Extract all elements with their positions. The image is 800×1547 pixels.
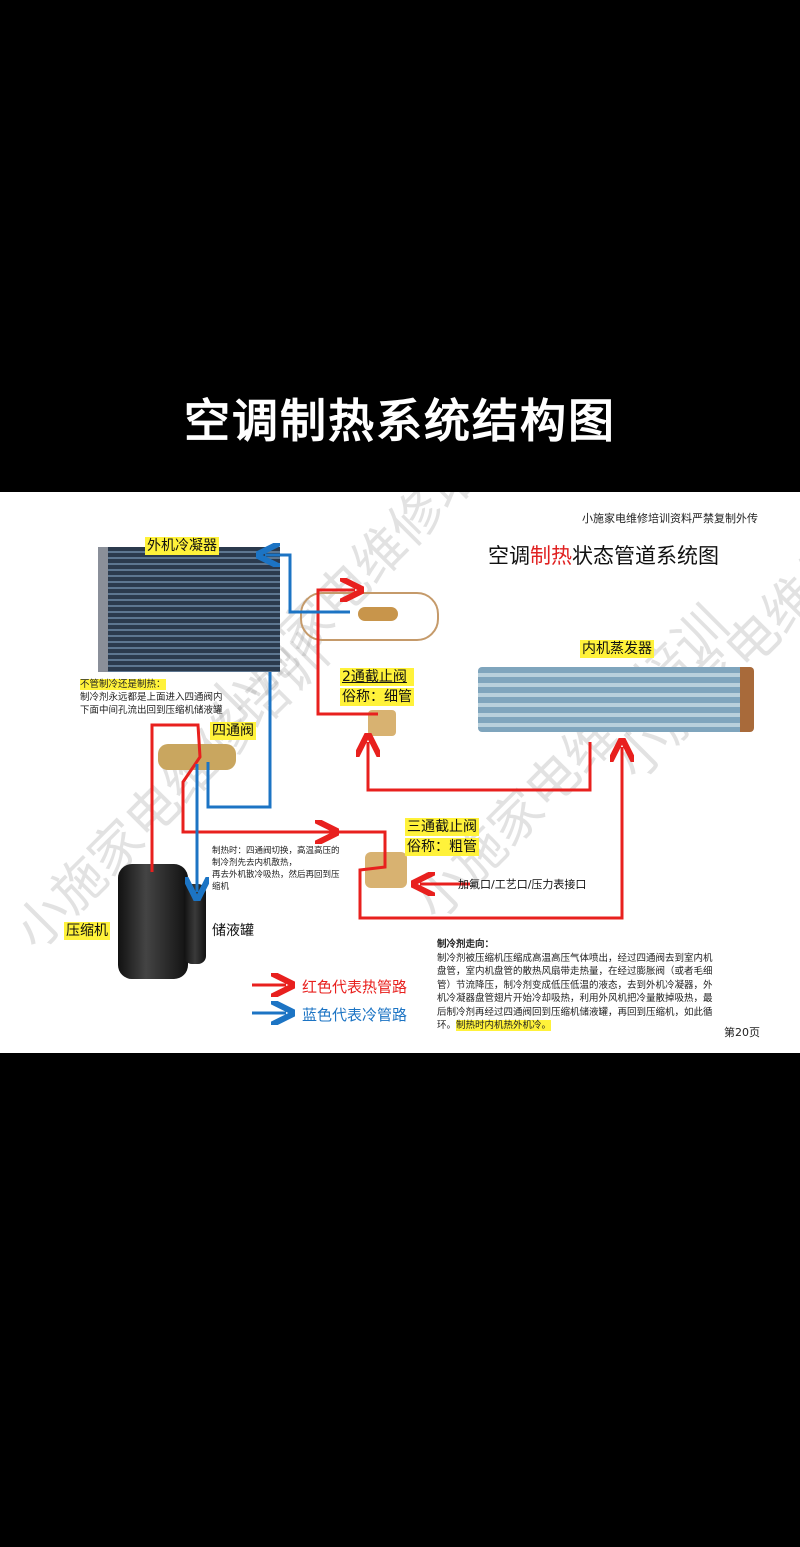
heading-highlight: 制热 — [530, 544, 572, 568]
note-line: 再去外机散冷吸热，然后再回到压 — [212, 870, 340, 880]
hot-pipe — [330, 747, 622, 920]
three-way-valve-name: 三通截止阀 — [405, 818, 479, 836]
four-way-valve-label: 四通阀 — [210, 722, 256, 740]
hot-pipe — [316, 590, 378, 716]
condenser-image — [98, 547, 280, 672]
hot-pipe — [368, 742, 592, 792]
page-title: 空调制热系统结构图 — [184, 394, 616, 448]
legend-blue-label: 蓝色代表冷管路 — [302, 1006, 408, 1024]
evaporator-image — [478, 667, 754, 732]
compressor-label: 压缩机 — [64, 922, 110, 940]
heading-part: 空调 — [488, 544, 530, 568]
accumulator-image — [184, 884, 206, 964]
note-heating: 制热时：四通阀切换，高温高压的 制冷剂先去内机散热， 再去外机散冷吸热，然后再回… — [212, 845, 340, 893]
note-top: 不管制冷还是制热： 制冷剂永远都是上面进入四通阀内 下面中间孔流出回到压缩机储液… — [80, 678, 223, 717]
two-way-valve-name: 2通截止阀 — [340, 668, 414, 686]
note-line: 制热时：四通阀切换，高温高压的 — [212, 846, 340, 856]
hot-pipe — [150, 723, 330, 872]
note-line: 制冷剂永远都是上面进入四通阀内 — [80, 692, 223, 703]
three-way-valve-label: 三通截止阀 俗称：粗管 — [405, 818, 479, 856]
filter-drier-image — [300, 592, 439, 641]
compressor-image — [118, 864, 188, 979]
note-line: 制冷剂先去内机散热， — [212, 858, 298, 868]
condenser-label: 外机冷凝器 — [145, 537, 219, 555]
three-way-valve-alias: 俗称：粗管 — [405, 838, 479, 856]
legend-red-label: 红色代表热管路 — [302, 978, 408, 996]
refrigerant-flow-description: 制冷剂走向： 制冷剂被压缩机压缩成高温高压气体喷出，经过四通阀去到室内机盘管，室… — [437, 938, 714, 1033]
accumulator-label: 储液罐 — [210, 922, 256, 940]
description-title: 制冷剂走向： — [437, 939, 495, 950]
description-body: 制冷剂被压缩机压缩成高温高压气体喷出，经过四通阀去到室内机盘管，室内机盘管的散热… — [437, 952, 713, 1032]
two-way-valve-label: 2通截止阀 俗称：细管 — [340, 668, 414, 706]
copyright-notice: 小施家电维修培训资料严禁复制外传 — [582, 512, 758, 525]
note-line: 下面中间孔流出回到压缩机储液罐 — [80, 705, 223, 716]
two-way-valve-alias: 俗称：细管 — [340, 688, 414, 706]
diagram-heading: 空调制热状态管道系统图 — [488, 540, 719, 570]
pipe-diagram — [150, 492, 800, 1053]
evaporator-label: 内机蒸发器 — [580, 640, 654, 658]
page-number: 第20页 — [724, 1026, 760, 1039]
diagram-panel: 小施家电维修培训 小施家电维修培训 小施家电维修培训 小施家电维修培训 小施家电… — [0, 492, 800, 1053]
note-top-title: 不管制冷还是制热： — [80, 679, 166, 690]
note-line: 缩机 — [212, 882, 230, 892]
cold-pipe — [265, 555, 350, 614]
charge-port-label: 加氟口/工艺口/压力表接口 — [458, 878, 587, 891]
filter-drier-body — [358, 607, 398, 621]
cold-pipe — [206, 672, 272, 809]
heading-part: 状态管道系统图 — [572, 544, 719, 568]
description-highlight: 制热时内机热外机冷。 — [456, 1020, 552, 1031]
